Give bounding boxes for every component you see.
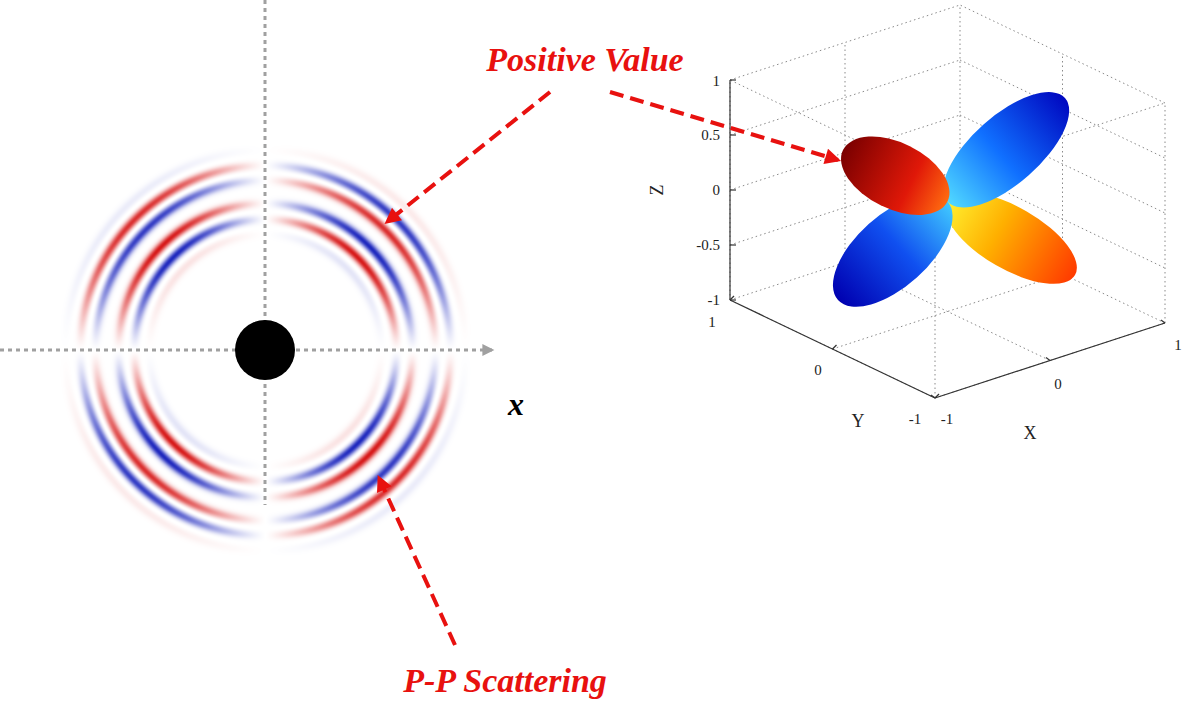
tick-label: 0 <box>713 183 721 198</box>
tick-label: -1 <box>909 412 922 427</box>
tick-label: 0.5 <box>701 128 720 143</box>
tick-label: 1 <box>1174 338 1182 353</box>
tick-label: -1 <box>941 412 954 427</box>
tick-label: 0 <box>1054 377 1062 392</box>
tick-mark <box>1161 320 1165 323</box>
grid-line <box>730 300 935 398</box>
tick-label: -1 <box>708 293 721 308</box>
tick-label: -0.5 <box>696 238 720 253</box>
axis-line <box>730 300 935 398</box>
grid-line <box>730 60 960 135</box>
pointer-arrow <box>610 92 838 160</box>
axis-name: Z <box>648 185 666 196</box>
vertical-axis <box>264 0 267 505</box>
axis-name: X <box>1024 424 1037 442</box>
tick-mark <box>730 296 734 300</box>
tick-mark <box>730 189 736 190</box>
tick-mark <box>935 394 939 398</box>
axis-name: Y <box>852 412 865 430</box>
callout-label: P-P Scattering <box>403 664 607 698</box>
pointer-arrow <box>387 92 550 222</box>
axis-variable: x <box>508 388 524 420</box>
lobe <box>828 120 962 231</box>
lobe <box>925 72 1087 227</box>
tick-mark <box>730 134 736 135</box>
radiation-pattern <box>814 72 1091 326</box>
tick-mark <box>730 79 736 80</box>
tick-label: 0 <box>814 363 822 378</box>
tick-mark <box>931 395 935 398</box>
callout-label: Positive Value <box>486 43 683 77</box>
grid-line <box>935 323 1165 398</box>
tick-label: 1 <box>713 74 721 89</box>
tick-mark <box>1046 358 1050 361</box>
grid-line <box>1165 103 1166 323</box>
tick-label: 1 <box>708 315 716 330</box>
axis-line <box>935 323 1165 398</box>
source-point <box>235 320 295 380</box>
tick-mark <box>730 244 736 245</box>
pointer-arrow <box>379 478 455 645</box>
tick-mark <box>833 345 837 349</box>
plot-box <box>730 5 1165 398</box>
